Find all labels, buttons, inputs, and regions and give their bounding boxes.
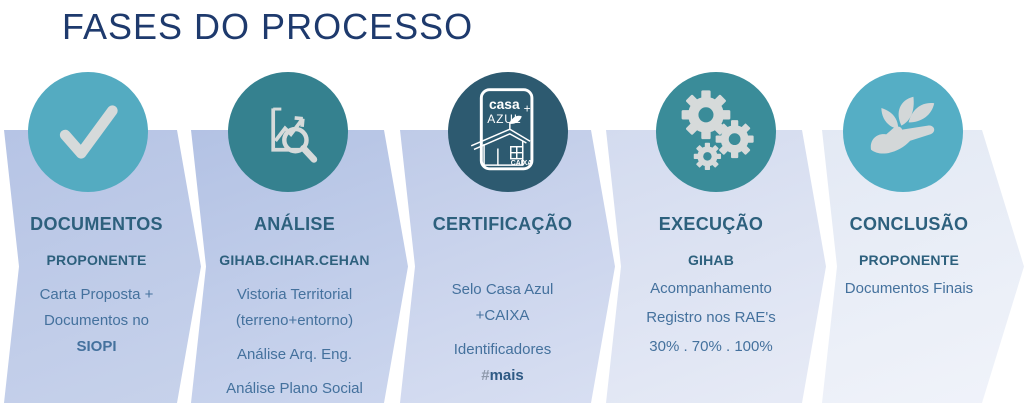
sprout-leaf	[509, 115, 522, 124]
body-line: Documentos no	[43, 312, 150, 329]
phase-subheading: GIHAB.CIHAR.CEHAN	[219, 252, 370, 268]
page-title: FASES DO PROCESSO	[62, 6, 474, 47]
phase-body: Selo Casa Azul +CAIXA Identificadores #m…	[414, 277, 591, 389]
body-line: Análise Arq. Eng.	[236, 346, 353, 363]
gears-icon	[681, 90, 754, 171]
body-line: Vistoria Territorial	[236, 286, 353, 303]
phase-body: Documentos Finais	[836, 276, 982, 302]
body-line: (terreno+entorno)	[235, 312, 354, 329]
logo-plus-text: +	[524, 102, 531, 116]
phase-circle-execucao	[656, 72, 776, 192]
body-line: Acompanhamento	[650, 280, 772, 297]
body-line: SIOPI	[76, 338, 117, 355]
body-line: +CAIXA	[475, 307, 530, 324]
phase-circle-conclusao	[843, 72, 963, 192]
checkmark-icon	[59, 105, 118, 159]
body-line: Documentos Finais	[844, 280, 974, 297]
phase-circle-certificacao: casa + AZUL CAIXA	[448, 72, 568, 192]
body-line: Análise Plano Social	[226, 380, 363, 397]
phase-circle-documentos	[28, 72, 148, 192]
phase-circle-analise	[228, 72, 348, 192]
body-line: 30% . 70% . 100%	[649, 338, 773, 355]
phase-heading: ANÁLISE	[253, 214, 336, 234]
phase-subheading: PROPONENTE	[46, 252, 147, 268]
phase-body: Acompanhamento Registro nos RAE's 30% . …	[620, 274, 802, 361]
body-line: Carta Proposta +	[39, 286, 154, 303]
hash-symbol: #	[481, 367, 490, 384]
phase-heading: CONCLUSÃO	[849, 214, 969, 234]
phase-subheading: GIHAB	[687, 252, 735, 268]
body-line: Selo Casa Azul	[451, 281, 554, 298]
logo-casa-text: casa	[489, 97, 520, 112]
phase-body: Vistoria Territorial (terreno+entorno) A…	[205, 282, 384, 402]
casa-azul-caixa-logo: casa + AZUL CAIXA	[470, 88, 534, 171]
body-line: Registro nos RAE's	[646, 309, 776, 326]
phase-heading: DOCUMENTOS	[30, 214, 163, 234]
spacer	[414, 235, 591, 263]
logo-caixa-text: CAIXA	[511, 160, 532, 167]
phase-heading: CERTIFICAÇÃO	[432, 214, 573, 234]
phase-heading: EXECUÇÃO	[658, 214, 764, 234]
body-line: Identificadores	[453, 341, 552, 358]
tag-word: mais	[489, 367, 524, 384]
phase-subheading: PROPONENTE	[858, 252, 959, 268]
house-outline	[470, 122, 531, 166]
hashtag-mais: #mais	[414, 363, 591, 389]
chart-magnifier-icon	[271, 107, 318, 163]
hand-leaves-icon	[870, 96, 935, 154]
phase-body: Carta Proposta + Documentos no SIOPI	[16, 282, 177, 360]
